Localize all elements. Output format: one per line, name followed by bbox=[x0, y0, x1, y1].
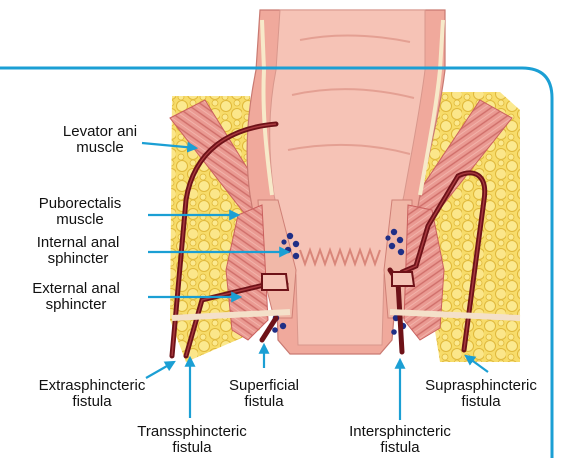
arrow-extrasphincteric bbox=[146, 362, 174, 378]
